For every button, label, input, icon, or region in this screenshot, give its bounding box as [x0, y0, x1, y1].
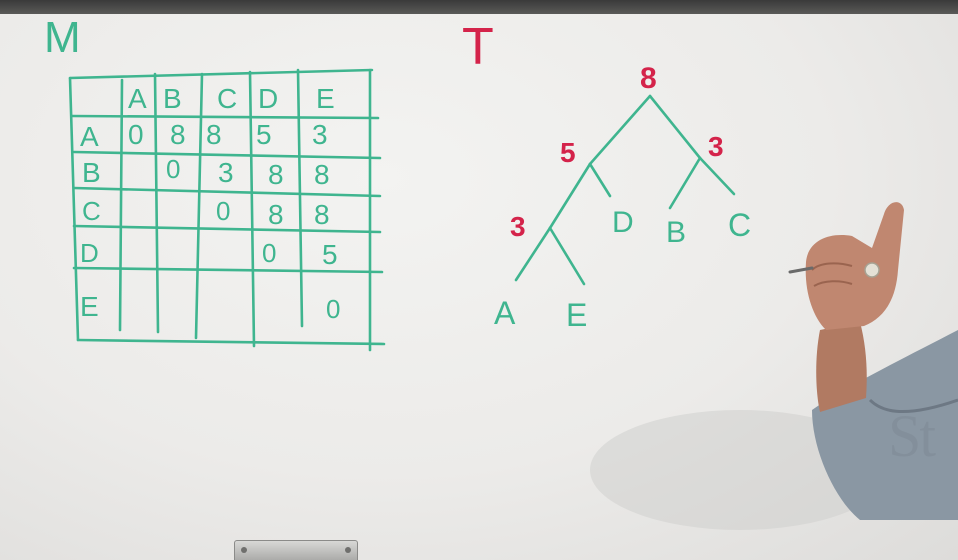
col-header: E [316, 83, 335, 114]
matrix-cell: 3 [218, 157, 234, 188]
matrix-cell: 0 [128, 119, 144, 150]
row-header: E [80, 291, 99, 322]
matrix-cell: 8 [314, 199, 330, 230]
marker-tip [788, 266, 814, 274]
matrix-cell: 0 [326, 294, 340, 324]
tree-leaf: B [666, 216, 686, 249]
col-header: C [217, 83, 237, 114]
matrix-row-headers: A B C D E [80, 121, 101, 322]
tree-title: T [462, 18, 494, 76]
row-header: C [82, 196, 101, 226]
tree-leaf: D [612, 206, 634, 239]
tree-edges [514, 94, 736, 286]
watermark: St [888, 403, 936, 469]
matrix-cell: 5 [322, 239, 338, 270]
shirt-sleeve [812, 330, 958, 520]
matrix-cell: 8 [206, 119, 222, 150]
row-header: B [82, 157, 101, 188]
tree-right-weight: 3 [708, 131, 724, 162]
matrix-cell: 8 [268, 159, 284, 190]
matrix-grid [68, 68, 386, 352]
matrix-title: M [44, 13, 81, 62]
presenter-hand [788, 202, 958, 520]
matrix-cell: 3 [312, 119, 328, 150]
tree-leaves: A E D B C [494, 206, 751, 333]
tree-root-weight: 8 [640, 62, 657, 95]
tree-leaf: C [728, 207, 751, 243]
col-header: D [258, 83, 278, 114]
row-header: A [80, 121, 99, 152]
tray-screw [241, 547, 247, 553]
row-header: D [80, 238, 99, 268]
tree-left-weight: 5 [560, 137, 576, 168]
matrix-cell: 8 [170, 119, 186, 150]
matrix-cell: 0 [216, 196, 230, 226]
hand [805, 202, 904, 330]
ring [864, 262, 880, 278]
arm-shadow [590, 410, 890, 530]
col-header: B [163, 83, 182, 114]
tray-screw [345, 547, 351, 553]
matrix-cell: 5 [256, 119, 272, 150]
marker-tray [234, 540, 358, 560]
wrist [816, 322, 867, 412]
tree-leaf: E [566, 297, 587, 333]
matrix-cell: 8 [268, 199, 284, 230]
tree-inner-weight: 3 [510, 211, 526, 242]
tree-leaf: A [494, 295, 516, 331]
matrix-column-headers: A B C D E [128, 83, 335, 114]
col-header: A [128, 83, 147, 114]
matrix-cell: 0 [262, 238, 276, 268]
matrix-cells: 0 8 8 5 3 0 3 8 8 0 8 8 0 5 0 [128, 119, 340, 324]
matrix-cell: 0 [166, 154, 180, 184]
matrix-cell: 8 [314, 159, 330, 190]
board-frame [0, 0, 958, 14]
